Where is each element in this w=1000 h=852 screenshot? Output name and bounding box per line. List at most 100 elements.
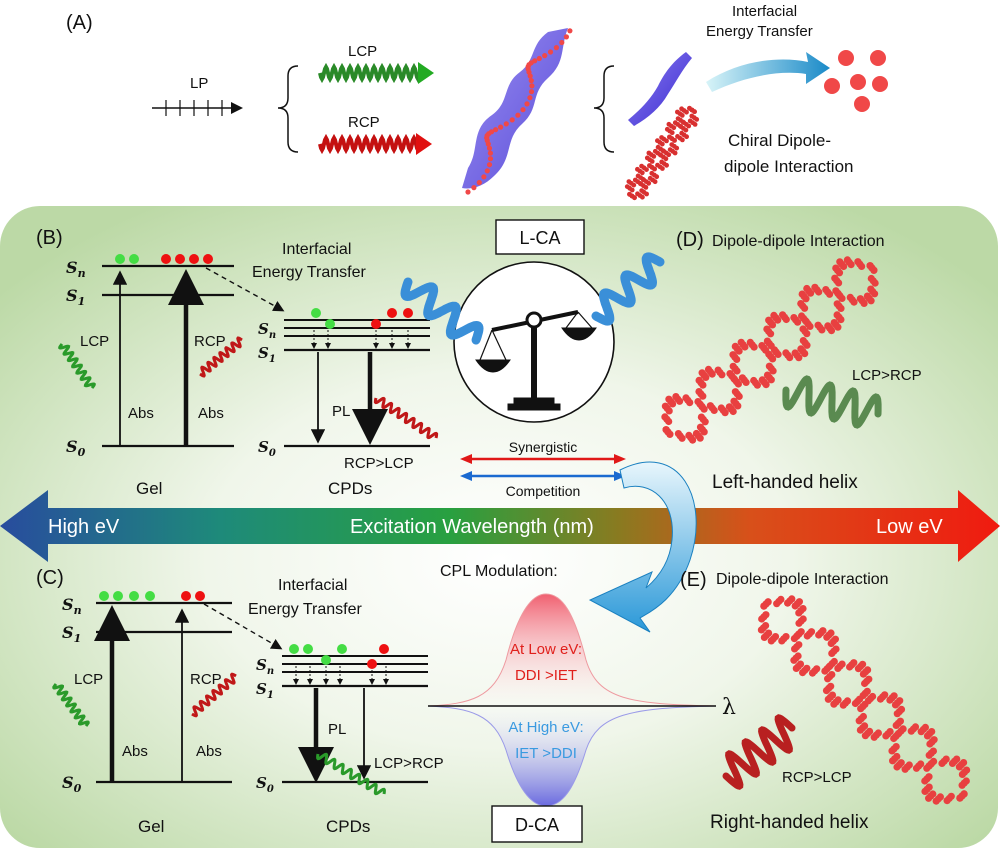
helix-bead: [672, 150, 678, 156]
panel-c-gel: Gel: [138, 817, 164, 836]
helix-bead: [882, 732, 890, 740]
helix-bead: [671, 125, 677, 131]
high-ev-line1: At High eV:: [508, 719, 583, 736]
helix-bead: [701, 418, 709, 426]
cpd-s0-label: S0: [258, 438, 276, 459]
helix-bead: [696, 434, 704, 442]
helix-bead: [734, 380, 743, 388]
dca-box: [491, 805, 583, 843]
low-ev-cpl-peak: [427, 593, 717, 707]
helix-bead: [666, 430, 674, 438]
helix-bead: [757, 626, 766, 634]
helix-bead: [767, 637, 775, 645]
helix-bead: [956, 794, 964, 802]
helix-bead: [660, 166, 665, 171]
helix-bead: [828, 649, 836, 658]
panel-d-ratio: LCP>RCP: [852, 367, 922, 384]
panel-b-label: (B): [36, 227, 63, 249]
helix-bead: [794, 318, 802, 326]
helix-bead: [827, 639, 835, 648]
panel-c-emission: LCP>RCP: [374, 755, 444, 772]
helix-bead: [861, 732, 870, 740]
helix-bead: [664, 138, 669, 144]
helix-bead: [734, 402, 742, 410]
helix-bead: [708, 370, 716, 378]
panel-b-iet-line2: Energy Transfer: [252, 264, 367, 281]
green-dot: [303, 644, 313, 654]
helix-bead: [773, 600, 781, 608]
helix-bead: [871, 279, 879, 287]
helix-bead: [847, 261, 855, 269]
rcp-emission-spring: [373, 396, 439, 440]
red-coil-spring: [722, 714, 796, 790]
helix-bead: [646, 180, 652, 186]
helix-bead: [686, 123, 692, 129]
panel-a-iet-line1: Interfacial: [732, 3, 797, 20]
ribbon-bead: [536, 55, 542, 62]
helix-bead: [846, 663, 854, 671]
panel-d-title: Dipole-dipole Interaction: [712, 233, 885, 250]
helix-bead: [664, 162, 669, 168]
helix-bead: [795, 619, 803, 627]
red-dot: [175, 254, 185, 264]
green-coil-spring: [782, 375, 882, 429]
ribbon-bead: [486, 162, 493, 168]
helix-bead: [793, 632, 801, 640]
panel-e-helix: Right-handed helix: [710, 812, 869, 833]
helix-bead: [672, 138, 677, 143]
helix-bead: [651, 154, 657, 159]
ribbon-bead: [476, 179, 482, 186]
green-dot: [325, 319, 335, 329]
panel-e-ratio: RCP>LCP: [782, 769, 852, 786]
panel-e-title: Dipole-dipole Interaction: [716, 571, 889, 588]
ribbon-bead: [520, 107, 526, 113]
helix-bead: [893, 763, 901, 771]
competition-label: Competition: [506, 483, 581, 499]
green-dot: [129, 591, 139, 601]
helix-bead: [654, 174, 660, 180]
helix-bead: [871, 290, 879, 298]
panel-c-abs-1: Abs: [122, 743, 148, 760]
ribbon-bead: [567, 28, 573, 34]
helix-bead: [801, 304, 809, 312]
ribbon-bead: [471, 185, 477, 191]
panel-a-lcp-label: LCP: [348, 43, 377, 60]
excitation-band: High eV Excitation Wavelength (nm) Low e…: [0, 490, 1000, 562]
helix-bead: [689, 436, 697, 444]
helix-bead: [792, 664, 800, 673]
helix-bead: [657, 152, 663, 158]
helix-bead: [826, 290, 834, 298]
helix-bead: [889, 757, 897, 765]
helix-bead: [921, 777, 929, 785]
helix-bead: [644, 191, 649, 197]
nanoparticle-cluster: [824, 50, 888, 112]
green-dot: [311, 308, 321, 318]
helix-bead: [803, 330, 811, 338]
ribbon-bead: [493, 127, 499, 133]
panel-c-iet-line1: Interfacial: [278, 577, 347, 594]
helix-bead: [808, 669, 817, 677]
helix-bead: [955, 763, 964, 771]
curved-modulation-arrow: [588, 461, 697, 633]
helix-bead: [750, 343, 758, 351]
panel-b-cpds: CPDs: [328, 479, 372, 498]
iet-dashed-arrow: [205, 267, 285, 312]
rcp-light-spring: [191, 672, 237, 718]
helix-bead: [674, 145, 680, 151]
helix-bead: [854, 665, 863, 673]
lca-box: [495, 219, 585, 255]
cpd-s0-label: S0: [256, 774, 274, 795]
helix-bead: [676, 397, 684, 405]
helix-bead: [892, 721, 900, 730]
helix-bead: [644, 167, 649, 173]
helix-bead: [858, 262, 866, 270]
helix-bead: [806, 322, 814, 330]
helix-bead: [698, 402, 706, 410]
helix-bead: [767, 330, 775, 338]
helix-bead: [795, 609, 803, 617]
helix-bead: [867, 297, 875, 305]
panel-b-abs-2: Abs: [198, 405, 224, 422]
helix-bead: [818, 326, 826, 334]
helix-bead: [876, 695, 885, 703]
